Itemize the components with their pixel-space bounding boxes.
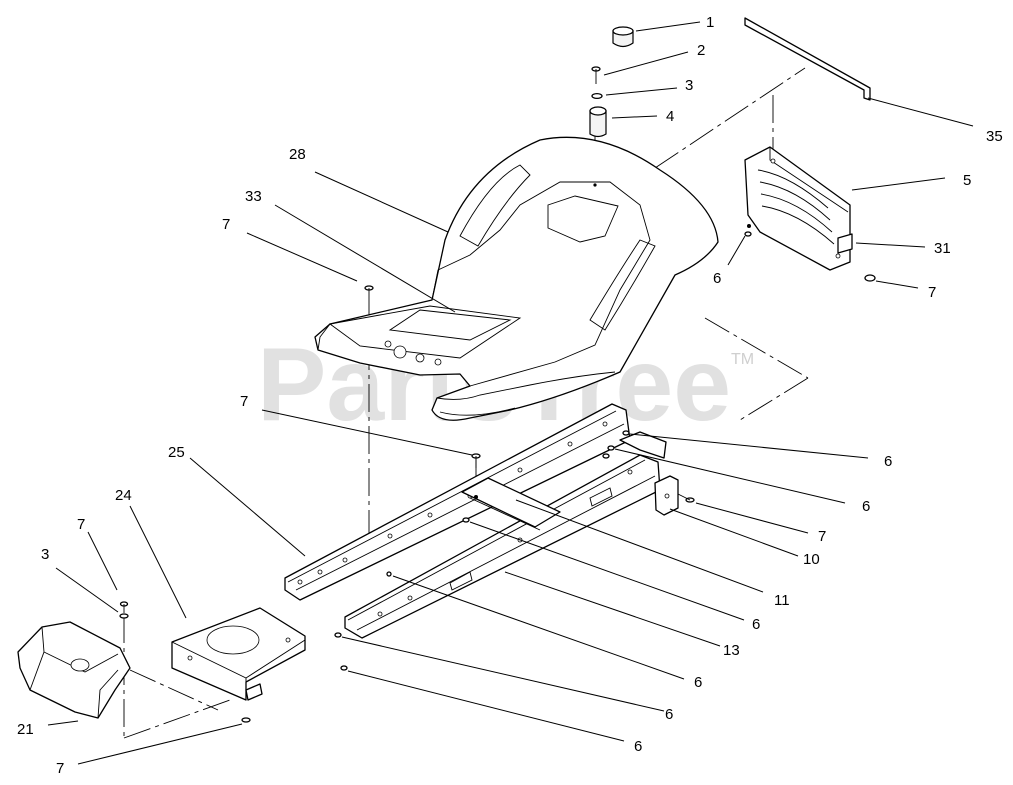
callout-11: 11 xyxy=(774,592,790,609)
bracket-part-10 xyxy=(654,475,679,516)
nuts-part-6 xyxy=(334,231,752,671)
callout-6-a: 6 xyxy=(884,453,892,470)
spacer-part-4 xyxy=(589,106,607,138)
decal-part-31 xyxy=(837,233,853,254)
watermark-trademark: TM xyxy=(731,351,754,368)
callout-31: 31 xyxy=(934,240,951,257)
callout-35: 35 xyxy=(986,128,1003,145)
screw-part-7-bracket xyxy=(677,493,695,503)
callout-7-right: 7 xyxy=(928,284,936,301)
callout-33: 33 xyxy=(245,188,262,205)
leader-lines xyxy=(47,21,974,765)
screw-part-7-mid xyxy=(471,453,481,468)
callout-6-b: 6 xyxy=(862,498,870,515)
callout-7-seat: 7 xyxy=(222,216,230,233)
washer-part-3 xyxy=(591,92,603,100)
screw-part-7-bottom xyxy=(241,717,251,723)
callout-6-e: 6 xyxy=(665,706,673,723)
front-crosspiece xyxy=(619,431,667,459)
callout-24: 24 xyxy=(115,487,132,504)
cross-member-part-11 xyxy=(461,477,561,531)
callout-21: 21 xyxy=(17,721,34,738)
callout-7-bracket: 7 xyxy=(818,528,826,545)
callout-6-right: 6 xyxy=(713,270,721,287)
callout-6-f: 6 xyxy=(634,738,642,755)
screw-part-2 xyxy=(591,66,601,84)
callout-6-c: 6 xyxy=(752,616,760,633)
callout-3-left: 3 xyxy=(41,546,49,563)
strip-part-35 xyxy=(744,17,871,101)
callout-28: 28 xyxy=(289,146,306,163)
callout-13: 13 xyxy=(723,642,740,659)
cover-part-21 xyxy=(17,621,131,719)
callout-1: 1 xyxy=(706,14,714,31)
screw-part-7-seat xyxy=(364,285,374,300)
callout-5: 5 xyxy=(963,172,971,189)
callout-7-mid: 7 xyxy=(240,393,248,410)
plate-part-24 xyxy=(171,607,306,701)
screw-part-7-right xyxy=(864,274,876,282)
washer-part-3-left xyxy=(119,613,129,619)
callout-25: 25 xyxy=(168,444,185,461)
frame-rail-part-13 xyxy=(344,454,661,639)
callout-2: 2 xyxy=(697,42,705,59)
callout-6-d: 6 xyxy=(694,674,702,691)
callout-7-left: 7 xyxy=(77,516,85,533)
bracket-part-5 xyxy=(744,146,851,271)
callout-3-top: 3 xyxy=(685,77,693,94)
callouts: 1 2 3 4 35 5 31 7 6 28 33 7 7 25 24 7 3 … xyxy=(17,14,1003,777)
callout-7-bottom: 7 xyxy=(56,760,64,777)
screw-part-7-left xyxy=(119,601,129,613)
callout-4: 4 xyxy=(666,108,674,125)
callout-10: 10 xyxy=(803,551,820,568)
cap-part-1 xyxy=(612,26,634,48)
fender-deck-part-28 xyxy=(314,136,719,421)
